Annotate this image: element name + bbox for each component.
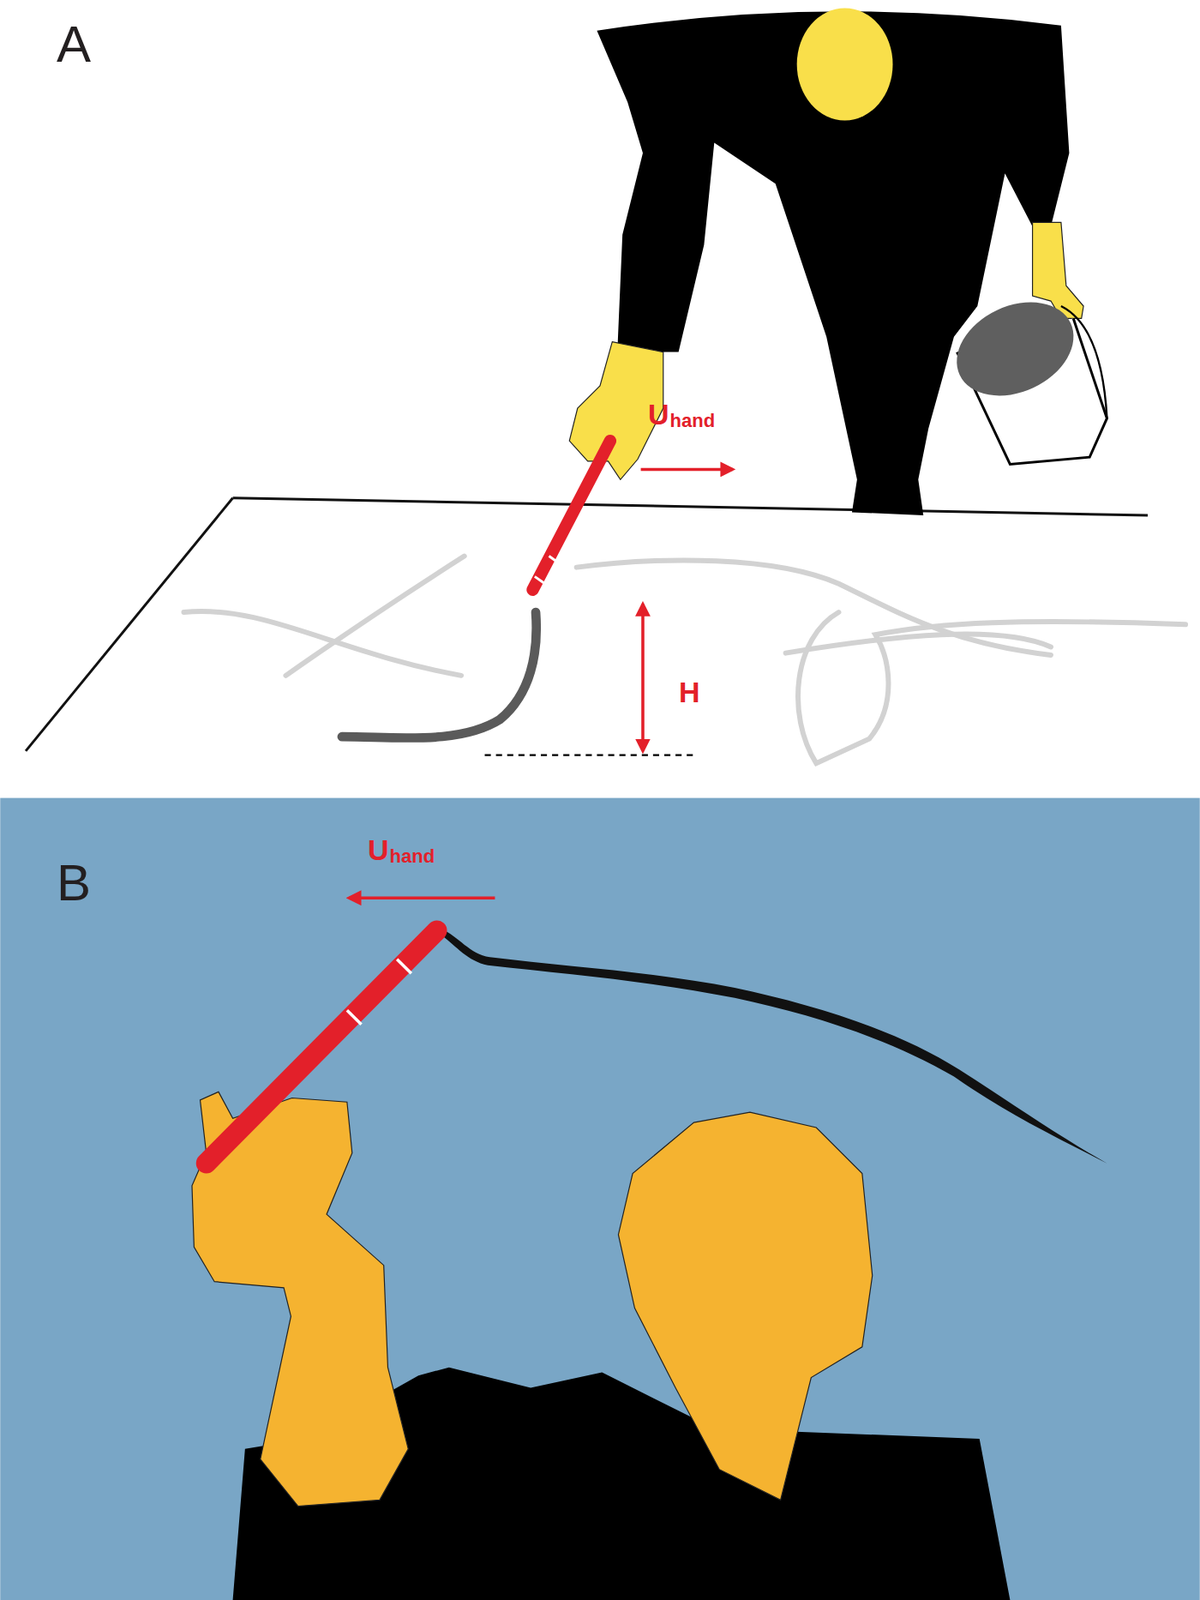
velocity-subscript: hand <box>670 411 716 431</box>
reference-line <box>485 753 696 756</box>
velocity-symbol: U <box>648 399 670 429</box>
velocity-symbol: U <box>367 834 390 864</box>
velocity-subscript: hand <box>390 846 436 866</box>
panel-letter: A <box>56 18 91 71</box>
old-paint-strokes <box>183 556 1186 764</box>
painter-head <box>618 1111 872 1500</box>
brush-a <box>342 440 611 738</box>
panel-a-ground <box>0 0 1200 798</box>
height-arrow <box>641 604 645 751</box>
height-symbol: H <box>678 677 701 707</box>
brush-b <box>206 928 1108 1164</box>
panel-letter: B <box>56 857 91 909</box>
hand-velocity-arrow <box>348 895 495 900</box>
paint-bucket <box>942 284 1108 465</box>
panel-b-ground <box>0 798 1200 1600</box>
hand-velocity-arrow <box>641 468 733 472</box>
